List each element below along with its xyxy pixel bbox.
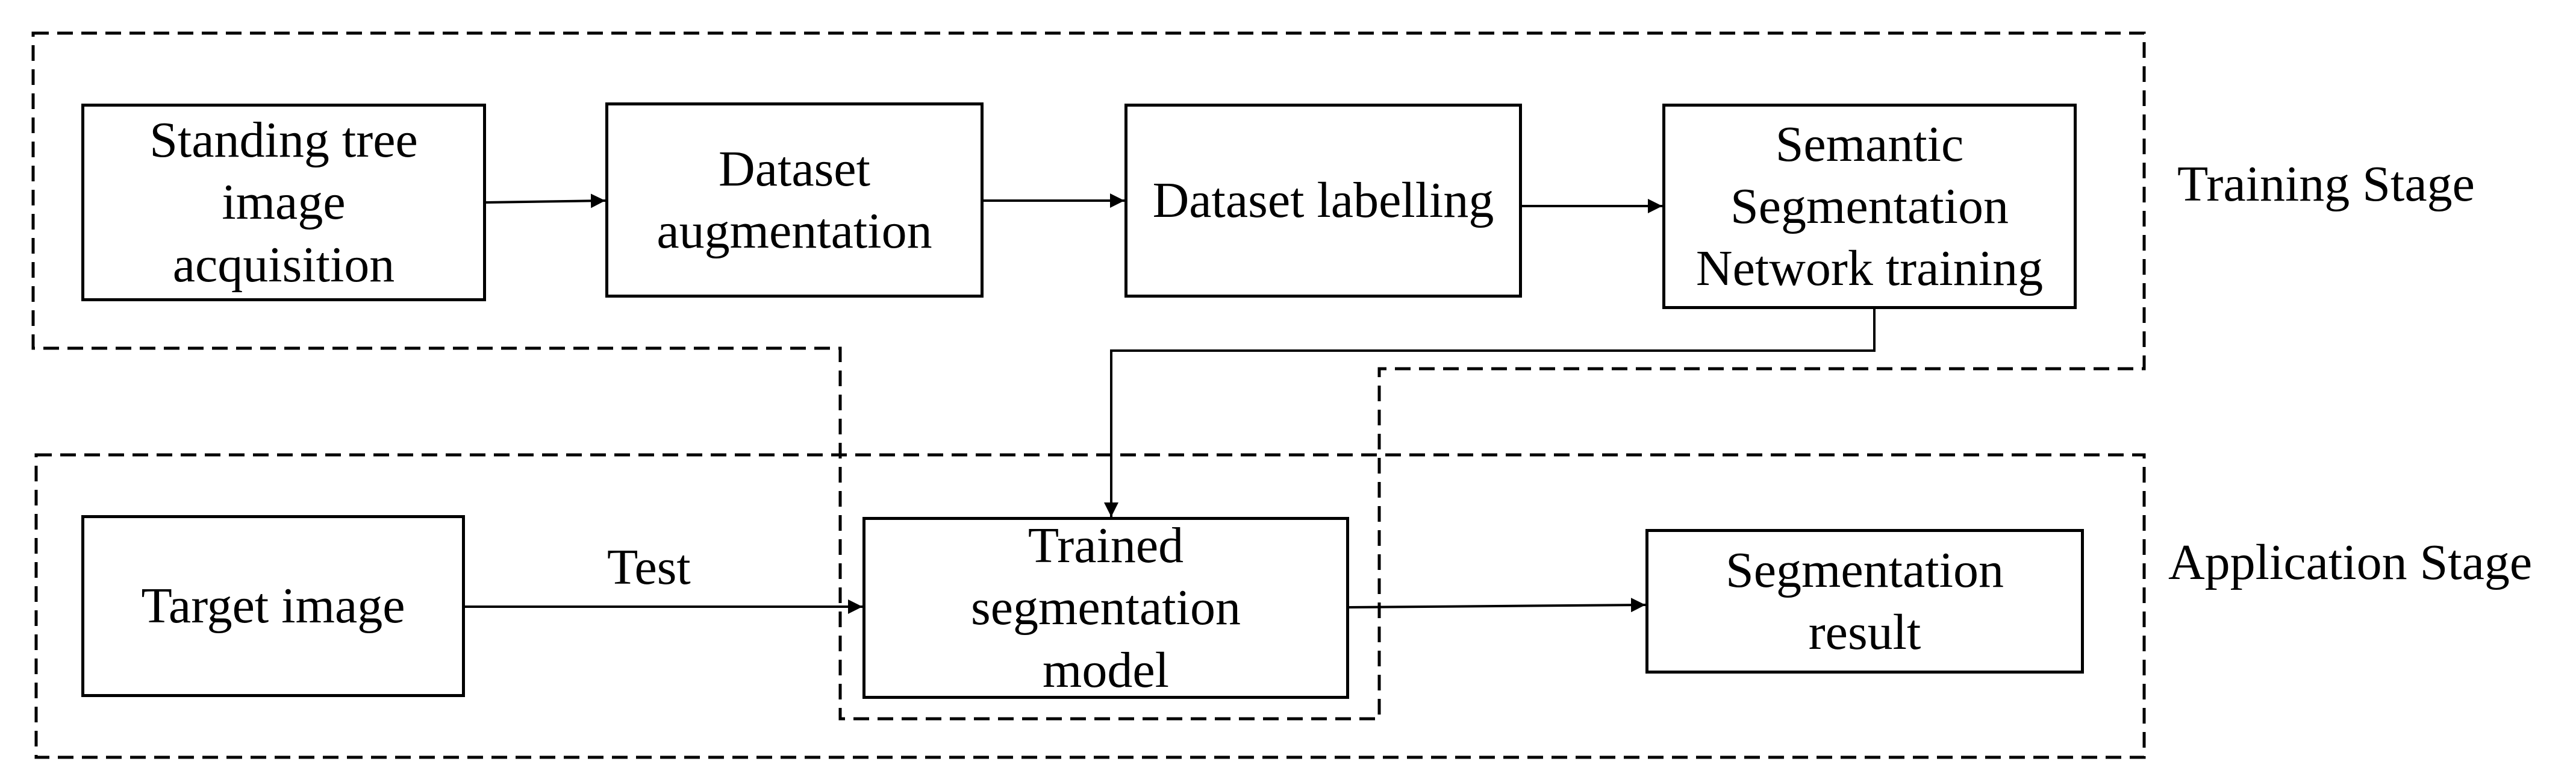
node-dataset-labelling: Dataset labelling (1124, 104, 1522, 298)
node-image-acquisition-line-2: image (222, 174, 346, 231)
node-dataset-augmentation-line-1: Dataset (719, 140, 870, 197)
training-stage-boundary (31, 31, 2146, 721)
node-segmentation-result: Segmentation result (1645, 529, 2084, 674)
node-image-acquisition: Standing tree image acquisition (81, 104, 486, 301)
training-stage-label: Training Stage (2177, 156, 2475, 212)
node-dataset-augmentation: Dataset augmentation (605, 102, 984, 298)
node-dataset-labelling-line-1: Dataset labelling (1152, 172, 1494, 229)
arrow-acquisition-to-augmentation (485, 193, 606, 208)
node-network-training: Semantic Segmentation Network training (1662, 104, 2077, 309)
edge-label-test: Test (607, 539, 691, 595)
node-trained-model-line-1: Trained (1028, 518, 1184, 574)
node-trained-model: Trained segmentation model (862, 517, 1349, 699)
node-image-acquisition-line-3: acquisition (172, 236, 395, 293)
node-target-image: Target image (81, 515, 465, 697)
arrow-trained-model-to-result (1349, 598, 1646, 613)
node-trained-model-line-2: segmentation (971, 580, 1241, 636)
node-segmentation-result-line-2: result (1808, 604, 1921, 660)
application-stage-label: Application Stage (2168, 534, 2533, 590)
arrow-network-training-to-trained-model (1104, 309, 1876, 517)
node-segmentation-result-line-1: Segmentation (1726, 542, 2004, 598)
node-dataset-augmentation-line-2: augmentation (656, 203, 932, 259)
node-trained-model-line-3: model (1043, 642, 1169, 698)
node-network-training-line-2: Segmentation (1730, 178, 2009, 234)
node-target-image-line-1: Target image (141, 578, 405, 634)
node-network-training-line-3: Network training (1695, 240, 2044, 297)
node-image-acquisition-line-1: Standing tree (149, 112, 418, 169)
node-network-training-line-1: Semantic (1775, 116, 1964, 172)
